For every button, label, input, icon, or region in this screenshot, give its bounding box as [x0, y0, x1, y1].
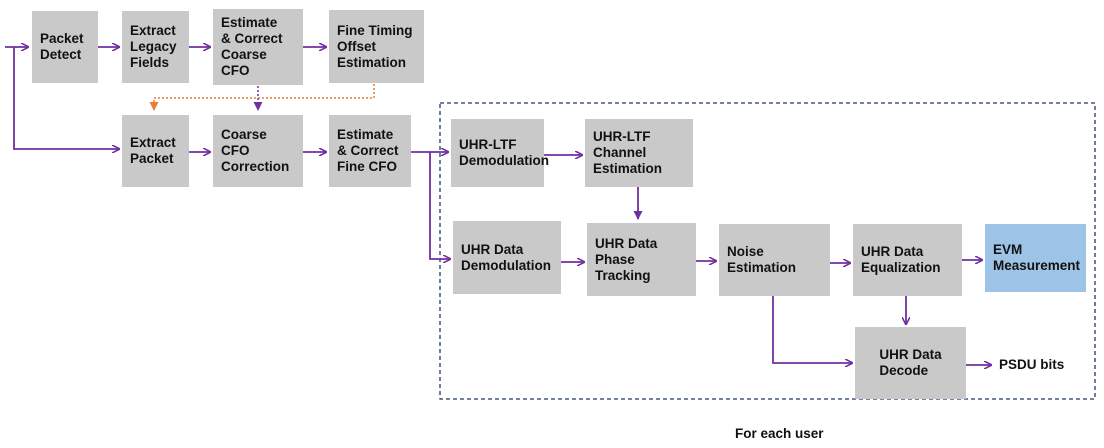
- uhr-ltf-channel-estimation-label: UHR-LTF Channel Estimation: [593, 129, 663, 176]
- uhr-data-decode-label: UHR Data Decode: [879, 347, 942, 378]
- uhr-data-phase-tracking-label: UHR Data Phase Tracking: [595, 235, 658, 283]
- uhr-data-demodulation-label: UHR Data Demodulation: [461, 241, 551, 273]
- coarse-cfo-estimation-block: Estimate & Correct Coarse CFO: [213, 9, 303, 85]
- uhr-data-phase-tracking-block: UHR Data Phase Tracking: [587, 223, 696, 296]
- evm-measurement-label: EVM Measurement: [993, 242, 1081, 273]
- per-user-group-border: [439, 102, 1096, 400]
- uhr-data-equalization-block: UHR Data Equalization: [853, 224, 962, 296]
- fine-cfo-label: Estimate & Correct Fine CFO: [337, 127, 399, 174]
- noise-estimation-block: Noise Estimation: [719, 224, 830, 296]
- extract-legacy-fields-label: Extract Legacy Fields: [130, 23, 177, 70]
- fine-timing-offset-block: Fine Timing Offset Estimation: [329, 10, 424, 83]
- noise-estimation-label: Noise Estimation: [727, 244, 797, 275]
- arrow-fine-to-data-demod: [429, 152, 450, 259]
- coarse-cfo-correction-block: Coarse CFO Correction: [213, 115, 303, 187]
- extract-legacy-fields-block: Extract Legacy Fields: [122, 11, 189, 83]
- timing-offset-feedback: [149, 84, 375, 111]
- uhr-data-demodulation-block: UHR Data Demodulation: [453, 221, 561, 294]
- uhr-ltf-demodulation-block: UHR-LTF Demodulation: [451, 119, 549, 187]
- packet-detect-label: Packet Detect: [40, 31, 84, 62]
- uhr-ltf-channel-estimation-block: UHR-LTF Channel Estimation: [585, 119, 693, 187]
- uhr-ltf-demodulation-label: UHR-LTF Demodulation: [459, 137, 549, 168]
- evm-measurement-block: EVM Measurement: [985, 224, 1086, 292]
- split-line: [13, 47, 119, 149]
- arrow-noise-to-decode: [772, 296, 852, 363]
- coarse-cfo-estimation-label: Estimate & Correct Coarse CFO: [221, 15, 283, 78]
- psdu-bits-output-label: PSDU bits: [999, 357, 1065, 372]
- coarse-cfo-correction-label: Coarse CFO Correction: [221, 127, 290, 174]
- for-each-user-caption: For each user: [735, 426, 824, 441]
- packet-detect-block: Packet Detect: [32, 11, 98, 83]
- uhr-data-equalization-label: UHR Data Equalization: [861, 244, 941, 275]
- extract-packet-block: Extract Packet: [122, 115, 189, 187]
- fine-timing-offset-label: Fine Timing Offset Estimation: [337, 22, 413, 70]
- fine-cfo-block: Estimate & Correct Fine CFO: [329, 115, 411, 187]
- uhr-data-decode-block: UHR Data Decode: [855, 327, 966, 399]
- extract-packet-label: Extract Packet: [130, 135, 176, 166]
